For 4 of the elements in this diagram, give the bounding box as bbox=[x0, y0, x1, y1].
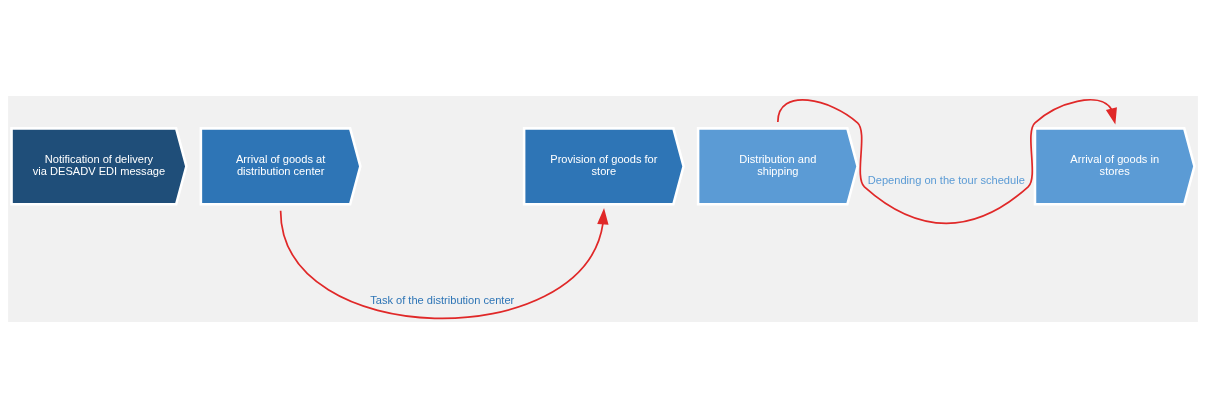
arrow bbox=[777, 98, 1117, 224]
edge-label: Depending on the tour schedule bbox=[867, 173, 1025, 186]
arrow bbox=[279, 207, 609, 319]
edge-label: Task of the distribution center bbox=[370, 293, 515, 306]
